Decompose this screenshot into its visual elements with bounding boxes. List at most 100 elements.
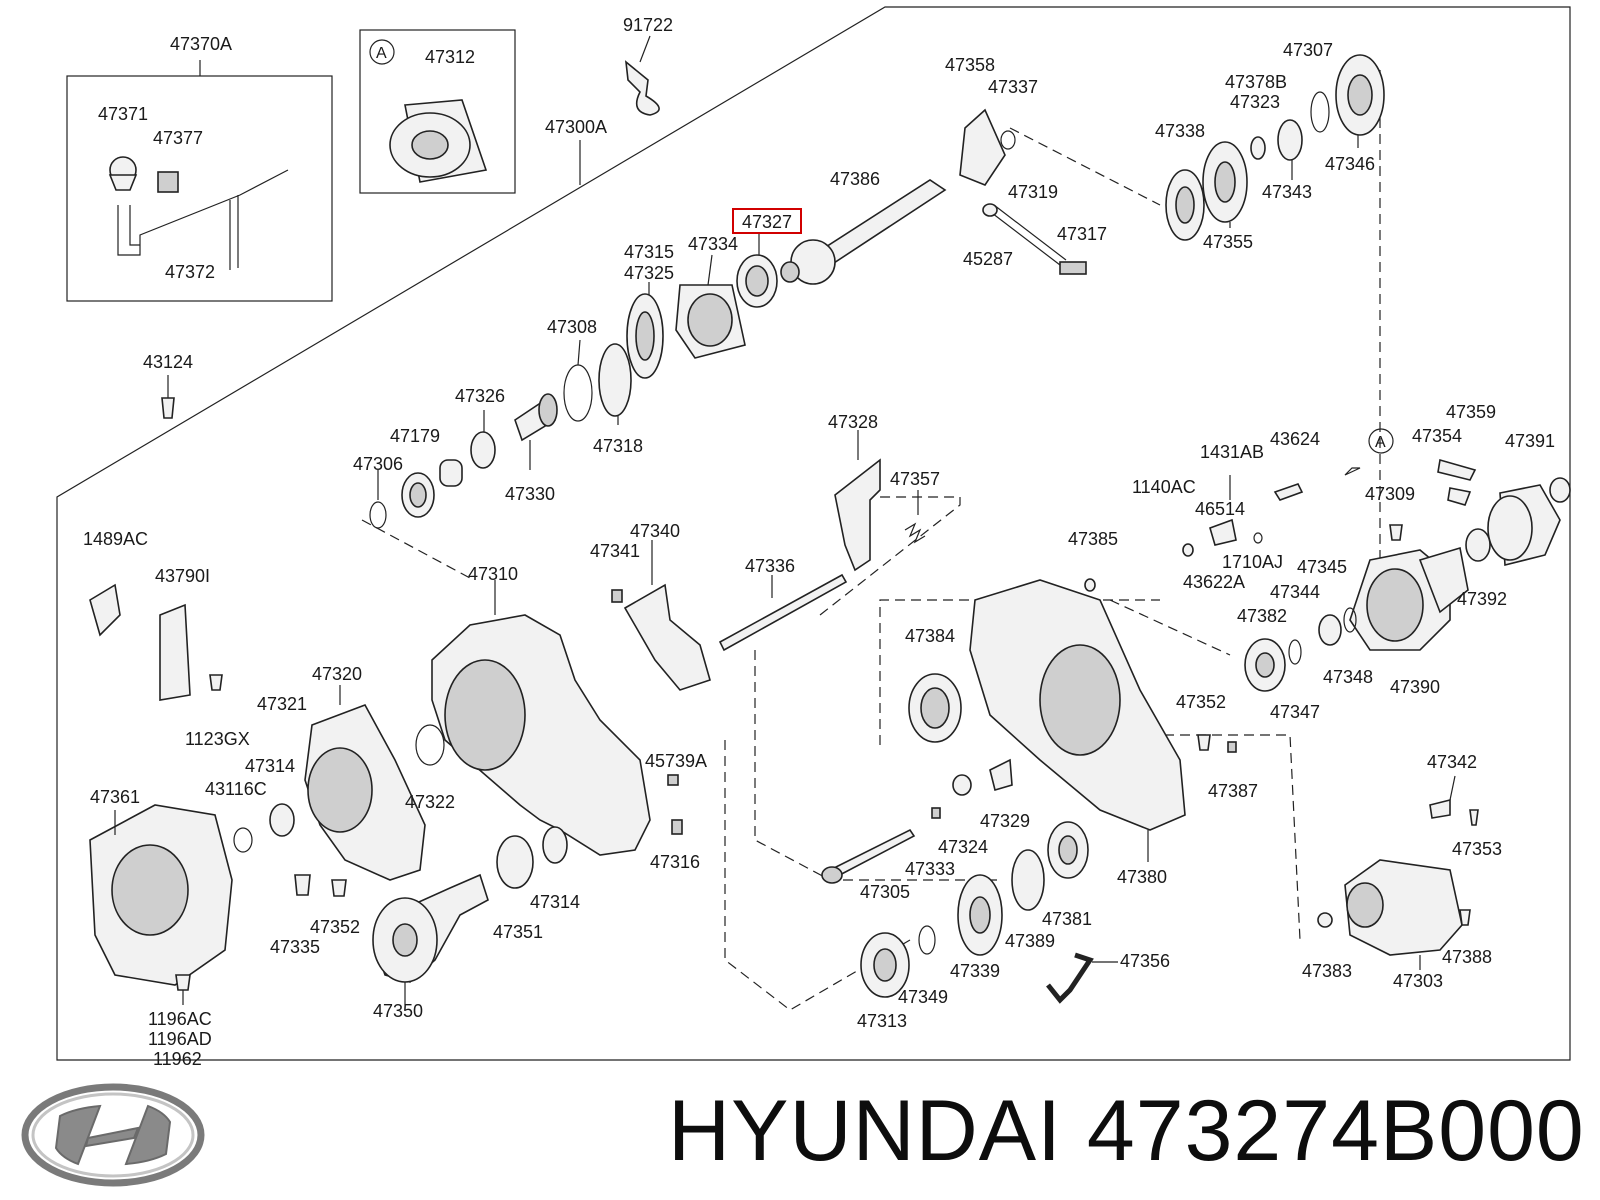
label-47378B: 47378B xyxy=(1225,72,1287,92)
label-47355: 47355 xyxy=(1203,232,1253,252)
label-47385: 47385 xyxy=(1068,529,1118,549)
part-47336-rail xyxy=(718,573,848,652)
label-47335: 47335 xyxy=(270,937,320,957)
label-47340: 47340 xyxy=(630,521,680,541)
label-47391: 47391 xyxy=(1505,431,1555,451)
label-11962: 11962 xyxy=(153,1049,202,1069)
part-1710AJ xyxy=(1253,532,1263,544)
label-detail-A1: A xyxy=(376,45,387,62)
label-47333: 47333 xyxy=(905,859,955,879)
label-47315: 47315 xyxy=(624,242,674,262)
part-47351-washer xyxy=(496,835,534,889)
label-47330: 47330 xyxy=(505,484,555,504)
part-1196-bolt xyxy=(175,974,191,991)
label-47327: 47327 xyxy=(742,212,792,232)
part-47342 xyxy=(1429,798,1451,819)
part-47314b-bearing xyxy=(542,826,568,864)
part-47353 xyxy=(1469,809,1479,826)
part-47317-sensor xyxy=(1059,261,1087,275)
detail-A-marker xyxy=(1368,428,1394,454)
label-47358: 47358 xyxy=(945,55,995,75)
arrow-to-A xyxy=(1344,467,1361,476)
part-47329 xyxy=(989,758,1013,792)
label-47370A: 47370A xyxy=(170,34,232,54)
label-47356: 47356 xyxy=(1120,951,1170,971)
label-47314b: 47314 xyxy=(530,892,580,912)
label-47341: 47341 xyxy=(590,541,640,561)
part-47356-chain xyxy=(1046,952,1094,1004)
label-1489AC: 1489AC xyxy=(83,529,148,549)
label-47342: 47342 xyxy=(1427,752,1477,772)
label-47317: 47317 xyxy=(1057,224,1107,244)
label-47305: 47305 xyxy=(860,882,910,902)
part-47347-ring xyxy=(1288,639,1302,665)
label-47314a: 47314 xyxy=(245,756,295,776)
part-47337-ring xyxy=(1000,130,1016,150)
label-45287: 45287 xyxy=(963,249,1013,269)
label-1710AJ: 1710AJ xyxy=(1222,552,1283,572)
part-47303-actuator xyxy=(1344,859,1463,956)
part-45287 xyxy=(982,203,998,217)
part-47314-seal xyxy=(269,803,295,837)
part-47359-bracket xyxy=(1437,458,1477,481)
label-47392: 47392 xyxy=(1457,589,1507,609)
label-47310: 47310 xyxy=(468,564,518,584)
label-47307: 47307 xyxy=(1283,40,1333,60)
part-47348-ring xyxy=(1343,607,1357,633)
hyundai-logo-icon xyxy=(21,1083,205,1187)
label-47343: 47343 xyxy=(1262,182,1312,202)
label-47320: 47320 xyxy=(312,664,362,684)
part-47319-hose xyxy=(987,204,1067,266)
label-47352b: 47352 xyxy=(310,917,360,937)
label-47352a: 47352 xyxy=(1176,692,1226,712)
part-45739A xyxy=(667,774,679,786)
label-47383: 47383 xyxy=(1302,961,1352,981)
part-47378B xyxy=(1250,136,1266,160)
part-47322-oring xyxy=(415,724,445,766)
label-47344: 47344 xyxy=(1270,582,1320,602)
label-47384: 47384 xyxy=(905,626,955,646)
label-47371: 47371 xyxy=(98,104,148,124)
label-47313: 47313 xyxy=(857,1011,907,1031)
part-47349-ring xyxy=(918,925,936,955)
label-47346: 47346 xyxy=(1325,154,1375,174)
part-47392-seal xyxy=(1465,528,1491,562)
label-47390: 47390 xyxy=(1390,677,1440,697)
label-47357: 47357 xyxy=(890,469,940,489)
label-47325: 47325 xyxy=(624,263,674,283)
label-47387: 47387 xyxy=(1208,781,1258,801)
label-43622A: 43622A xyxy=(1183,572,1245,592)
label-47353: 47353 xyxy=(1452,839,1502,859)
part-47354 xyxy=(1447,487,1472,506)
highlight-box-47327 xyxy=(732,208,802,234)
label-46514: 46514 xyxy=(1195,499,1245,519)
label-47318: 47318 xyxy=(593,436,643,456)
part-47345-bearing xyxy=(1318,614,1342,646)
part-47305-rod xyxy=(828,828,916,880)
part-47352a xyxy=(1197,734,1211,751)
part-43116C-ring xyxy=(233,827,253,853)
label-91722: 91722 xyxy=(623,15,673,35)
part-47358-plate xyxy=(959,108,1006,186)
label-47306: 47306 xyxy=(353,454,403,474)
label-47361: 47361 xyxy=(90,787,140,807)
part-47308-snap-ring xyxy=(563,364,593,422)
part-1489AC-bracket xyxy=(89,583,121,637)
label-47380: 47380 xyxy=(1117,867,1167,887)
label-47389: 47389 xyxy=(1005,931,1055,951)
breather-pipe xyxy=(117,169,289,270)
label-1123GX: 1123GX xyxy=(185,729,250,749)
label-43624: 43624 xyxy=(1270,429,1320,449)
label-1196AD: 1196AD xyxy=(148,1029,212,1049)
label-47308: 47308 xyxy=(547,317,597,337)
label-47329: 47329 xyxy=(980,811,1030,831)
part-47328-fork xyxy=(834,458,881,572)
label-47351: 47351 xyxy=(493,922,543,942)
part-47357-spring xyxy=(904,522,926,544)
label-detail-A2: A xyxy=(1375,434,1386,451)
part-47343-bearing xyxy=(1277,119,1303,161)
label-47348: 47348 xyxy=(1323,667,1373,687)
part-47387 xyxy=(1227,741,1237,753)
part-47326 xyxy=(470,431,496,469)
part-47341 xyxy=(611,589,623,603)
